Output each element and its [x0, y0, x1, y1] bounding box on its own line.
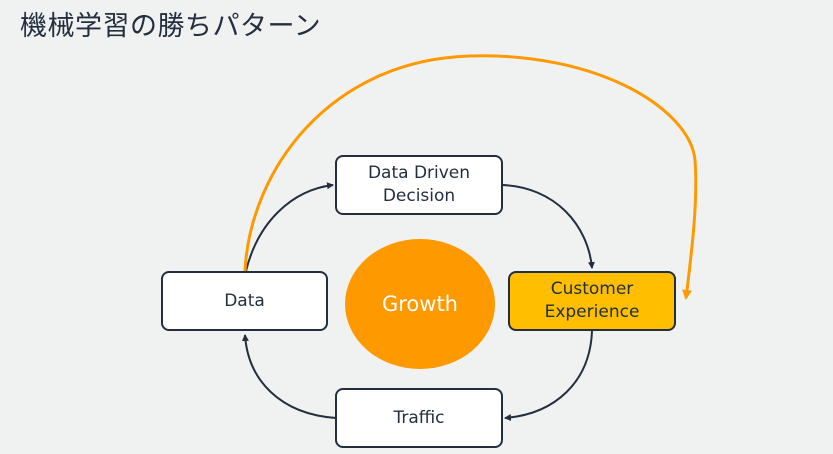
node-customer-line1: Customer — [550, 279, 634, 299]
growth-circle: Growth — [345, 239, 495, 369]
edge-data-to-decision — [245, 182, 334, 272]
edge-traffic-to-data — [241, 334, 337, 419]
growth-label: Growth — [381, 292, 458, 316]
node-customer-experience[interactable]: Customer Experience — [508, 271, 676, 331]
node-decision-line1: Data Driven — [367, 163, 471, 183]
edge-customer-to-traffic — [504, 330, 593, 422]
feedback-arrow-data-to-customer — [243, 54, 698, 300]
node-data[interactable]: Data — [161, 271, 328, 331]
edge-decision-to-customer — [501, 184, 595, 269]
node-data-label: Data — [224, 290, 265, 311]
node-traffic-label: Traffic — [393, 407, 445, 428]
node-decision-line2: Decision — [382, 186, 456, 206]
node-customer-line2: Experience — [544, 302, 640, 322]
node-traffic[interactable]: Traffic — [335, 388, 503, 448]
page-title: 機械学習の勝ちパターン — [20, 11, 322, 42]
node-data-driven-decision[interactable]: Data Driven Decision — [335, 155, 503, 215]
